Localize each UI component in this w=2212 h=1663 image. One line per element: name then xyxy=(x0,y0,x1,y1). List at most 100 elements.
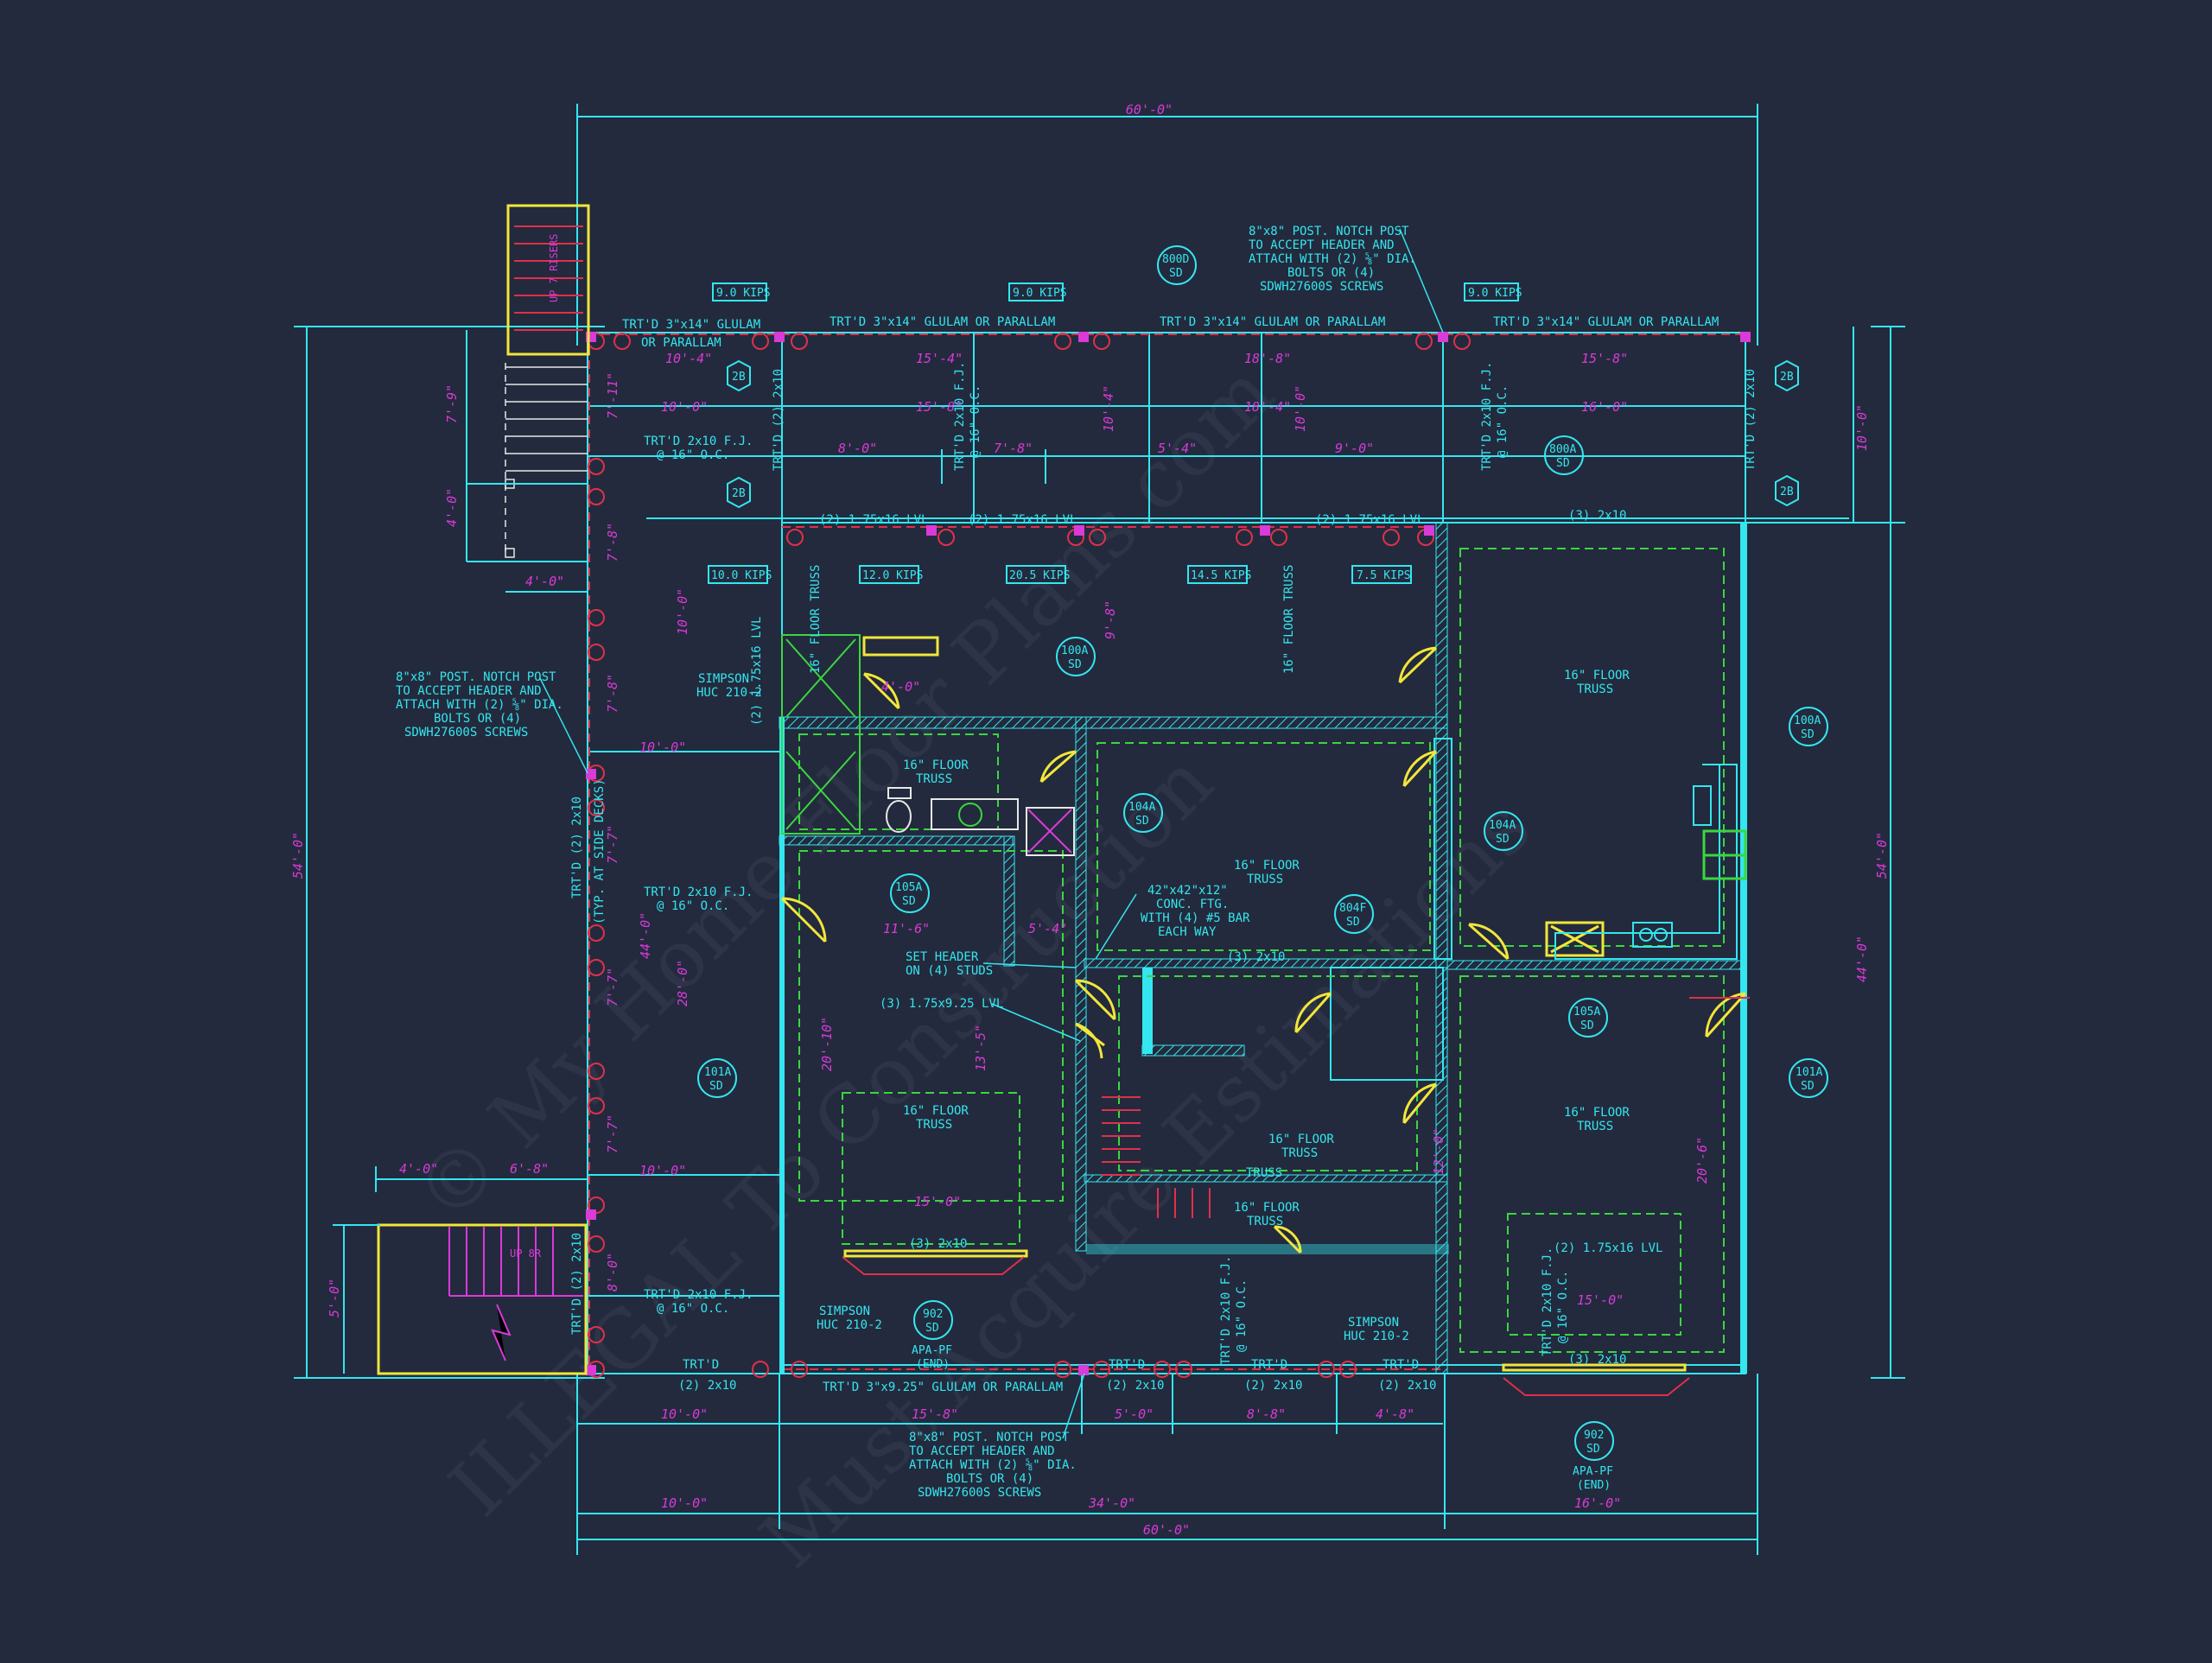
tag-101a-1: 101A xyxy=(704,1066,731,1079)
joist-v-side: (TYP. AT SIDE DECKS) xyxy=(593,778,607,924)
kips-mid-4: 14.5 KIPS xyxy=(1191,569,1251,582)
stair-dim-lines xyxy=(333,330,588,1374)
post-note-top-2: TO ACCEPT HEADER AND xyxy=(1249,238,1395,252)
tag-902-2: 902 xyxy=(1584,1429,1604,1442)
room-labels: 16" FLOOR TRUSS 16" FLOOR TRUSS 16" FLOO… xyxy=(903,669,1630,1228)
joist-v-truss-2: 16" FLOOR TRUSS xyxy=(809,565,823,674)
dim-top-3: 18'-8" xyxy=(1244,351,1291,366)
joist-labels: TRT'D 2x10 F.J. @ 16" O.C. TRT'D 2x10 F.… xyxy=(570,362,1758,1365)
top-beam-labels: TRT'D 3"x14" GLULAM OR PARALLAM TRT'D 3"… xyxy=(622,315,1719,350)
dim-bottom-7: 34'-0" xyxy=(1088,1495,1135,1511)
overall-dimensions xyxy=(294,104,1905,1555)
joist-v-truss-1: 16" FLOOR TRUSS xyxy=(1282,565,1296,674)
dim-top-10: 7'-8" xyxy=(994,441,1033,456)
tag-100a-2: 100A xyxy=(1794,714,1821,727)
dim-top-1: 10'-4" xyxy=(665,351,712,366)
post-note-top-3: ATTACH WITH (2) ⅝" DIA. xyxy=(1249,252,1416,266)
dim-left-7: 7'-7" xyxy=(605,825,620,864)
room-1-a: 16" FLOOR xyxy=(1564,669,1630,682)
dim-top-6: 15'-8" xyxy=(916,399,963,415)
dim-left-8: 7'-7" xyxy=(605,968,620,1006)
dim-top-overall: 60'-0" xyxy=(1126,102,1173,117)
bottom-3x10-1: (3) 2x10 xyxy=(909,1237,967,1251)
kips-top-1: 9.0 KIPS xyxy=(716,287,771,300)
post-squares xyxy=(586,332,1751,1375)
post-note-top-1: 8"x8" POST. NOTCH POST xyxy=(1249,225,1409,238)
room-3-a: 16" FLOOR xyxy=(903,759,969,772)
post-note-top-4: BOLTS OR (4) xyxy=(1287,266,1375,280)
dim-left-13: 10'-0" xyxy=(675,588,690,635)
lvl-label-1: (2) 1.75x16 LVL xyxy=(819,513,928,527)
posts xyxy=(588,333,1471,1378)
simpson-1b: HUC 210-2 xyxy=(696,686,762,700)
joist-2-b: @ 16" O.C. xyxy=(657,899,729,913)
post-note-bottom-4: BOLTS OR (4) xyxy=(946,1472,1033,1486)
footing-4: EACH WAY xyxy=(1158,925,1217,939)
dim-inner-9: 12'-0" xyxy=(1431,1128,1446,1175)
bath-fixtures xyxy=(781,634,1075,856)
joist-v-lvl: (2) 1.75x16 LVL xyxy=(750,617,764,726)
dim-top-14: 10'-0" xyxy=(1293,385,1308,432)
dim-left-3: 4'-0" xyxy=(525,574,564,589)
bottom-trtd-2: TRT'D xyxy=(1109,1358,1145,1372)
bottom-3x10-2: (3) 2x10 xyxy=(1568,1353,1626,1367)
room-7-a: TRUSS xyxy=(1246,1166,1282,1180)
simpson-3a: SIMPSON xyxy=(1348,1316,1399,1330)
lvl-row-labels: (2) 1.75x16 LVL (2) 1.75x16 LVL (2) 1.75… xyxy=(819,509,1626,527)
bottom-beam: TRT'D 3"x9.25" GLULAM OR PARALLAM xyxy=(823,1381,1063,1394)
dim-inner-6: 20'-6" xyxy=(1694,1137,1710,1184)
dim-inner-10: 4'-0" xyxy=(881,679,920,695)
joist-v-trtd: TRT'D (2) 2x10 xyxy=(570,797,584,898)
kips-mid-1: 10.0 KIPS xyxy=(711,569,772,582)
room-2-a: 16" FLOOR xyxy=(1234,859,1300,873)
dim-top-4: 15'-8" xyxy=(1581,351,1628,366)
lvl-label-4: (3) 2x10 xyxy=(1568,509,1626,523)
bottom-labels: TRT'D 3"x9.25" GLULAM OR PARALLAM TRT'D … xyxy=(678,950,1662,1394)
lvl-label-3: (2) 1.75x16 LVL xyxy=(1315,513,1424,527)
stair-top-label: UP 7 RISERS xyxy=(548,234,560,302)
dim-bottom-4: 8'-8" xyxy=(1247,1406,1286,1422)
dim-bottom-6: 10'-0" xyxy=(661,1495,708,1511)
joist-3-b: @ 16" O.C. xyxy=(657,1302,729,1316)
beam-label-2: TRT'D 3"x14" GLULAM OR PARALLAM xyxy=(830,315,1055,329)
tag-apa-1: APA-PF xyxy=(912,1344,952,1357)
tag-101a-1-sd: SD xyxy=(709,1080,723,1093)
tag-100a-2-sd: SD xyxy=(1801,728,1815,741)
dim-right-overall: 54'-0" xyxy=(1874,832,1890,879)
post-note-bottom-3: ATTACH WITH (2) ⅝" DIA. xyxy=(909,1458,1077,1472)
joist-v-fj-1b: @ 16" O.C. xyxy=(969,385,982,458)
dims-inner: 11'-6" 5'-4" 20'-10" 13'-5" 15'-0" 20'-6… xyxy=(327,600,1710,1317)
joist-1-a: TRT'D 2x10 F.J. xyxy=(644,435,753,448)
joist-v-fj-2b: @ 16" O.C. xyxy=(1496,385,1510,458)
kips-top-2: 9.0 KIPS xyxy=(1013,287,1067,300)
tag-902-1-sd: SD xyxy=(925,1322,939,1335)
dim-top-12: 9'-0" xyxy=(1335,441,1374,456)
joist-3-a: TRT'D 2x10 F.J. xyxy=(644,1288,753,1302)
post-note-bottom: 8"x8" POST. NOTCH POST TO ACCEPT HEADER … xyxy=(909,1373,1085,1500)
dim-left-2: 4'-0" xyxy=(444,488,460,527)
tag-902-2-sd: SD xyxy=(1586,1443,1600,1456)
dim-bottom-2: 15'-8" xyxy=(912,1406,958,1422)
dim-inner-11: 6'-8" xyxy=(510,1161,549,1177)
dim-bottom-8: 16'-0" xyxy=(1574,1495,1621,1511)
tag-100a-1-sd: SD xyxy=(1068,658,1082,671)
dim-left-10: 8'-0" xyxy=(605,1253,620,1292)
joist-v-fj-2: TRT'D 2x10 F.J. xyxy=(1480,362,1494,471)
post-note-left-3: ATTACH WITH (2) ⅝" DIA. xyxy=(396,698,563,712)
kips-top-3: 9.0 KIPS xyxy=(1468,287,1522,300)
tag-texts: 2B 2B 2B 2B 800D SD 800A SD 100A SD 100A… xyxy=(704,253,1822,1492)
footing-3: WITH (4) #5 BAR xyxy=(1141,911,1250,925)
joist-v-fj-3: TRT'D 2x10 F.J. xyxy=(1219,1256,1233,1365)
room-8-a: 16" FLOOR xyxy=(1234,1201,1300,1215)
tag-105a-1-sd: SD xyxy=(902,895,916,908)
tag-105a-1: 105A xyxy=(895,881,922,894)
dims-left: 7'-9" 4'-0" 4'-0" 7'-11" 7'-8" 7'-8" 7'-… xyxy=(444,372,690,1292)
beam-label-3: TRT'D 3"x14" GLULAM OR PARALLAM xyxy=(1160,315,1385,329)
kips-callouts: 9.0 KIPS 9.0 KIPS 9.0 KIPS 10.0 KIPS 12.… xyxy=(708,282,1522,584)
dim-left-15: 10'-0" xyxy=(639,1163,686,1178)
bottom-trtd-4: TRT'D xyxy=(1382,1358,1419,1372)
simpson-3b: HUC 210-2 xyxy=(1344,1330,1409,1343)
truss-areas xyxy=(798,548,1725,1353)
joist-2-a: TRT'D 2x10 F.J. xyxy=(644,885,753,899)
simpson-2a: SIMPSON xyxy=(819,1304,870,1318)
